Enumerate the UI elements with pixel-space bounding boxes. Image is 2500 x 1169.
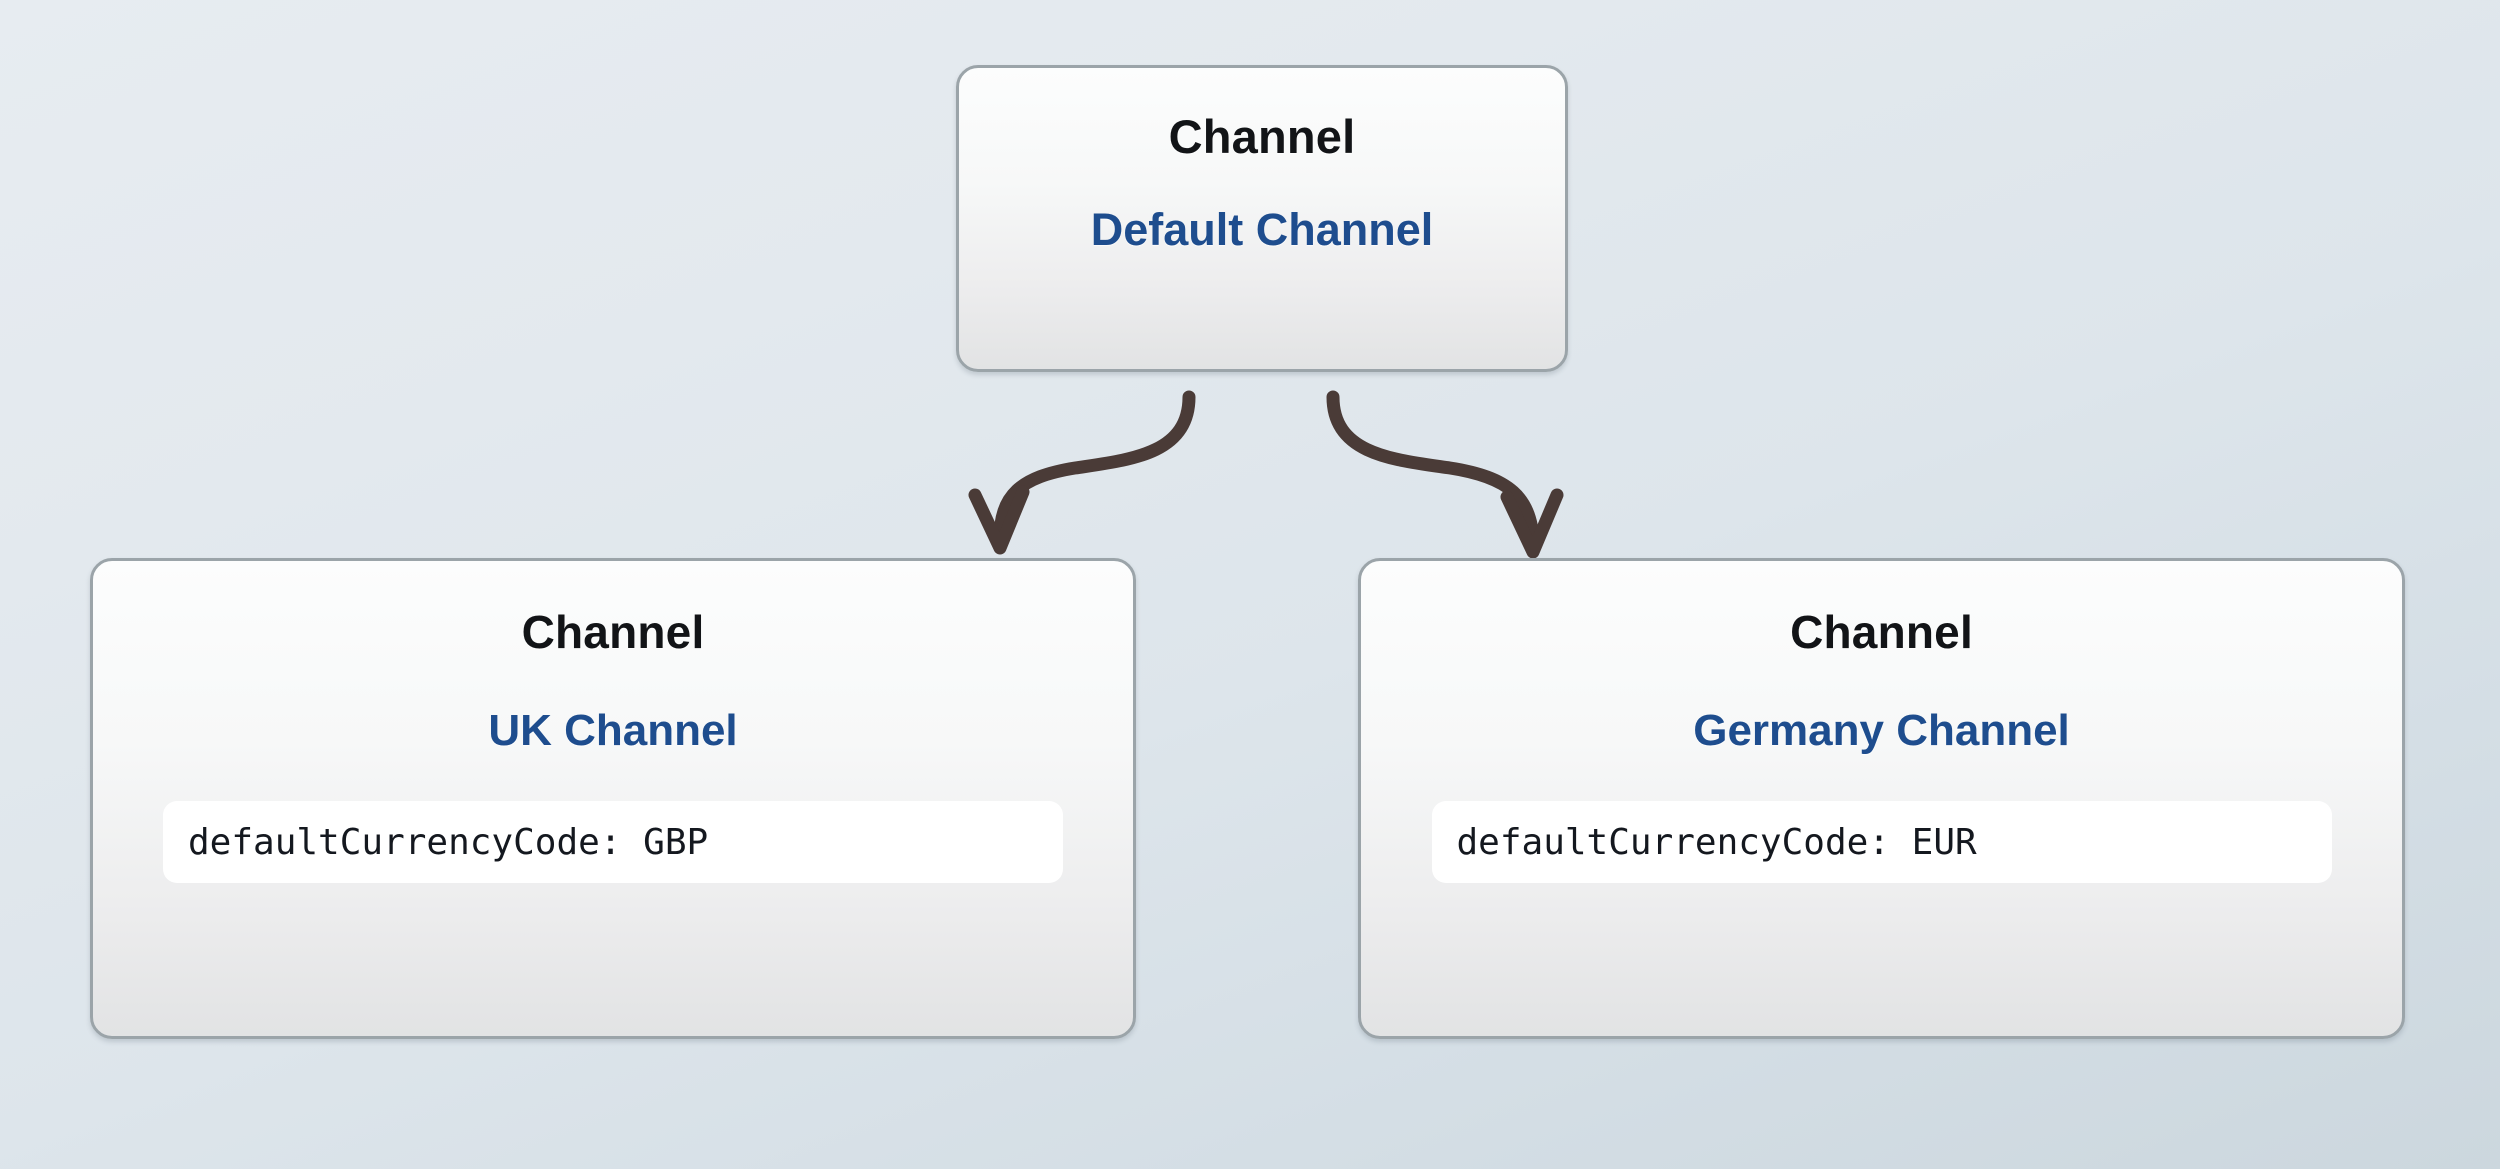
edge-root-to-uk	[968, 390, 1196, 555]
node-default-channel[interactable]: Channel Default Channel	[956, 65, 1568, 372]
node-title-label: UK Channel	[488, 706, 738, 755]
node-type-label: Channel	[521, 606, 705, 658]
node-type-label: Channel	[1168, 110, 1356, 163]
node-type-label: Channel	[1790, 606, 1973, 658]
node-title-label: Default Channel	[1090, 204, 1434, 255]
node-property-text: defaultCurrencyCode: GBP	[188, 821, 709, 863]
node-uk-channel[interactable]: Channel UK Channel defaultCurrencyCode: …	[90, 558, 1136, 1039]
node-property-box: defaultCurrencyCode: EUR	[1431, 801, 2332, 883]
node-title-label: Germany Channel	[1693, 706, 2070, 755]
node-property-text: defaultCurrencyCode: EUR	[1456, 821, 1977, 863]
node-germany-channel[interactable]: Channel Germany Channel defaultCurrencyC…	[1358, 558, 2405, 1039]
node-property-box: defaultCurrencyCode: GBP	[163, 801, 1063, 883]
edge-root-to-de	[1326, 390, 1564, 559]
